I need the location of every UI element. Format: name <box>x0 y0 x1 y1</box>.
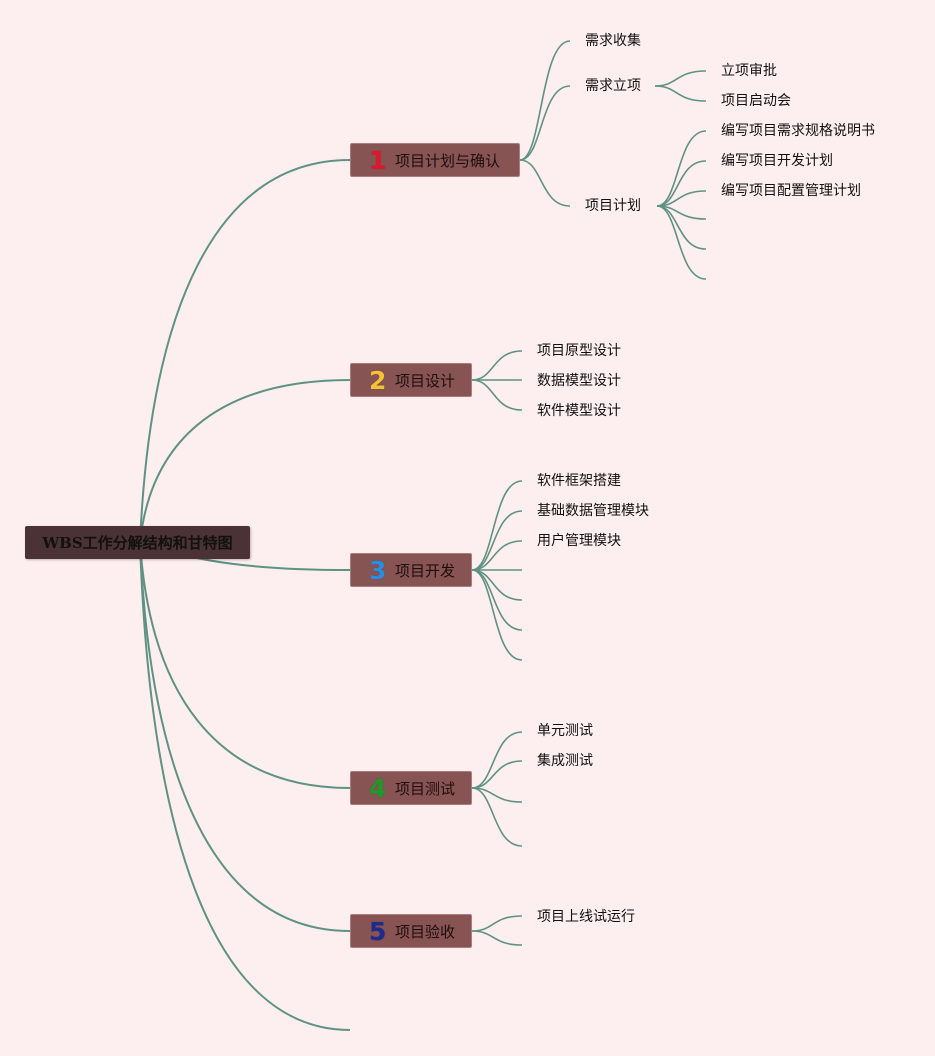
subtopic-software-model-design[interactable]: 软件模型设计 <box>537 403 621 419</box>
branch-project-planning[interactable]: 1 项目计划与确认 <box>350 143 520 177</box>
sub-connector <box>471 480 523 571</box>
sub-connector <box>519 159 571 207</box>
subtopic-user-management-module[interactable]: 用户管理模块 <box>537 533 621 549</box>
main-branch-connector <box>139 159 351 544</box>
number-3-icon: 3 <box>369 555 387 585</box>
sub-connector <box>471 569 523 661</box>
sub-connector <box>471 930 523 946</box>
subtopic-kickoff-meeting[interactable]: 项目启动会 <box>721 93 791 109</box>
sub-connector <box>471 510 523 571</box>
root-topic[interactable]: WBS工作分解结构和甘特图 <box>25 526 250 559</box>
sub-connector <box>471 787 523 847</box>
sub-connector <box>471 379 523 411</box>
subtopic-trial-run[interactable]: 项目上线试运行 <box>537 909 635 925</box>
number-5-icon: 5 <box>369 916 387 946</box>
branch-label: 项目验收 <box>395 922 456 941</box>
subtopic-framework-setup[interactable]: 软件框架搭建 <box>537 473 621 489</box>
number-4-icon: 4 <box>369 773 387 803</box>
subtopic-requirements-spec[interactable]: 编写项目需求规格说明书 <box>721 123 875 139</box>
subtopic-dev-plan[interactable]: 编写项目开发计划 <box>721 153 833 169</box>
branch-project-design[interactable]: 2 项目设计 <box>350 363 472 397</box>
subtopic-requirements-collection[interactable]: 需求收集 <box>585 33 641 49</box>
branch-label: 项目设计 <box>395 371 456 390</box>
sub-connector <box>654 85 707 102</box>
sub-connector <box>471 540 523 571</box>
main-branch-connector <box>139 379 351 544</box>
branch-project-acceptance[interactable]: 5 项目验收 <box>350 914 472 948</box>
sub-connector <box>471 915 523 932</box>
main-branch-connector <box>139 542 351 932</box>
subtopic-integration-test[interactable]: 集成测试 <box>537 753 593 769</box>
number-1-icon: 1 <box>369 145 387 175</box>
subtopic-project-plan[interactable]: 项目计划 <box>585 198 641 214</box>
subtopic-unit-test[interactable]: 单元测试 <box>537 723 593 739</box>
subtopic-config-plan[interactable]: 编写项目配置管理计划 <box>721 183 861 199</box>
subtopic-data-model-design[interactable]: 数据模型设计 <box>537 373 621 389</box>
main-branch-connector <box>139 542 351 1031</box>
sub-connector <box>656 205 707 280</box>
subtopic-base-data-module[interactable]: 基础数据管理模块 <box>537 503 649 519</box>
branch-project-testing[interactable]: 4 项目测试 <box>350 771 472 805</box>
root-topic-label: WBS工作分解结构和甘特图 <box>42 534 233 552</box>
sub-connector <box>656 130 707 207</box>
sub-connector <box>471 787 523 803</box>
sub-connector <box>656 205 707 250</box>
subtopic-requirements-approval[interactable]: 需求立项 <box>585 78 641 94</box>
sub-connector <box>654 70 707 87</box>
subtopic-prototype-design[interactable]: 项目原型设计 <box>537 343 621 359</box>
sub-connector <box>519 85 571 161</box>
branch-label: 项目开发 <box>395 561 456 580</box>
number-2-icon: 2 <box>369 365 387 395</box>
branch-label: 项目计划与确认 <box>395 151 501 170</box>
sub-connector <box>471 731 523 789</box>
sub-connector <box>519 40 571 161</box>
sub-connector <box>656 160 707 207</box>
sub-connector <box>471 350 523 381</box>
subtopic-approval[interactable]: 立项审批 <box>721 63 777 79</box>
main-branch-connector <box>139 542 351 789</box>
branch-label: 项目测试 <box>395 779 456 798</box>
branch-project-development[interactable]: 3 项目开发 <box>350 553 472 587</box>
sub-connector <box>471 760 523 789</box>
